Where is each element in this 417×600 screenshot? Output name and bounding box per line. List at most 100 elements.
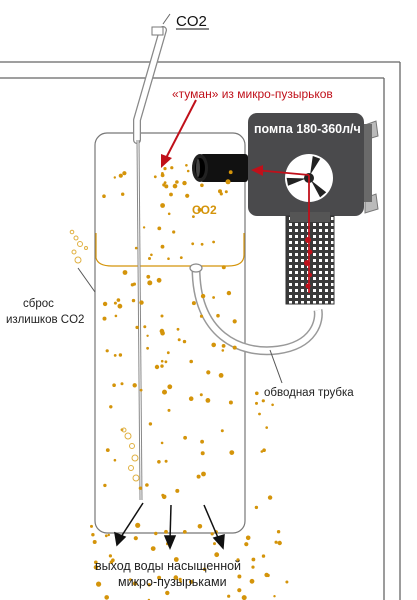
bubble — [157, 460, 161, 464]
hollow-bubble — [77, 241, 83, 247]
bubble — [113, 354, 117, 357]
bubble — [113, 458, 117, 462]
bubble — [176, 327, 180, 331]
bubble — [160, 330, 165, 336]
bubble — [255, 401, 258, 405]
bubble — [113, 301, 117, 305]
bubble — [102, 316, 107, 321]
hollow-bubble — [69, 229, 75, 235]
bubble — [135, 325, 139, 330]
bubble — [148, 422, 153, 426]
bubble — [175, 488, 180, 493]
bubble — [157, 226, 162, 231]
bubble — [107, 533, 111, 537]
hollow-bubble — [129, 443, 135, 449]
bubble — [157, 575, 162, 580]
excess-co2-bubbles — [69, 229, 140, 482]
pump — [192, 113, 379, 305]
bubble — [216, 313, 220, 318]
bubble — [162, 389, 167, 395]
bubble — [105, 448, 110, 452]
bubble — [251, 565, 255, 569]
fog-label: «туман» из микро-пузырьков — [172, 87, 333, 101]
bubble — [277, 540, 282, 546]
bubble — [94, 560, 98, 565]
bubble — [188, 396, 194, 402]
bubble — [102, 194, 106, 198]
outlet-label-line2: микро-пузырьками — [118, 575, 227, 589]
bubble — [90, 524, 93, 528]
bubble — [118, 173, 123, 178]
bypass-leader — [269, 349, 283, 384]
excess-label-line1: сброс — [23, 298, 54, 310]
pump-flow-arrow — [251, 165, 313, 293]
bubble — [114, 314, 118, 318]
bubble — [196, 474, 201, 479]
bubble — [261, 554, 266, 558]
bubble — [200, 293, 206, 299]
bubble — [185, 164, 188, 167]
bubble — [122, 270, 128, 275]
bubble — [185, 193, 190, 198]
bubble — [179, 256, 183, 259]
bubble — [102, 301, 108, 307]
bubble — [254, 505, 259, 510]
bubble — [147, 280, 153, 286]
bubble — [206, 370, 211, 375]
bubble — [249, 578, 255, 584]
bubble — [200, 242, 204, 246]
bubble — [104, 534, 108, 538]
bubble — [129, 578, 132, 581]
bubble — [178, 577, 182, 582]
bubble — [120, 382, 124, 386]
bubble — [265, 426, 269, 429]
bubble — [232, 345, 237, 350]
bubble — [211, 342, 216, 348]
bubble — [179, 580, 182, 584]
bubble — [104, 595, 109, 600]
bubble — [212, 240, 216, 244]
bubble — [160, 364, 164, 368]
bubble — [226, 290, 232, 296]
bubble — [160, 314, 164, 318]
bubble — [118, 353, 123, 357]
bubble — [189, 579, 193, 584]
bubble — [172, 183, 178, 189]
micro-bubbles — [90, 164, 289, 600]
bubble — [169, 192, 173, 197]
bubble — [237, 588, 242, 593]
bubble — [138, 486, 143, 490]
bubble — [276, 530, 281, 534]
bubble — [244, 542, 249, 547]
bubble — [166, 351, 170, 355]
bubble — [199, 393, 203, 397]
bubble — [274, 540, 278, 544]
bubble — [132, 282, 136, 286]
bubble — [161, 494, 167, 500]
bubble — [205, 398, 211, 403]
bubble — [139, 300, 144, 305]
bubble — [132, 383, 137, 388]
bubble — [167, 408, 171, 412]
bubble — [132, 581, 138, 586]
bubble — [111, 558, 115, 562]
bubble — [228, 170, 233, 175]
hollow-bubble — [132, 474, 140, 482]
bubble — [229, 450, 235, 455]
bubble — [202, 567, 207, 571]
bubble — [267, 495, 273, 500]
bubble — [121, 192, 125, 196]
bubble — [227, 594, 231, 598]
bubble — [103, 483, 107, 488]
bubble — [150, 253, 153, 257]
bubble — [156, 277, 162, 283]
bubble — [219, 192, 223, 196]
bubble — [133, 536, 138, 541]
bubble — [93, 565, 99, 570]
bubble — [251, 557, 256, 562]
bubble — [131, 298, 136, 303]
bubble — [264, 572, 269, 578]
bubble — [92, 540, 97, 544]
hollow-bubble — [74, 256, 82, 264]
bubble — [183, 435, 188, 440]
